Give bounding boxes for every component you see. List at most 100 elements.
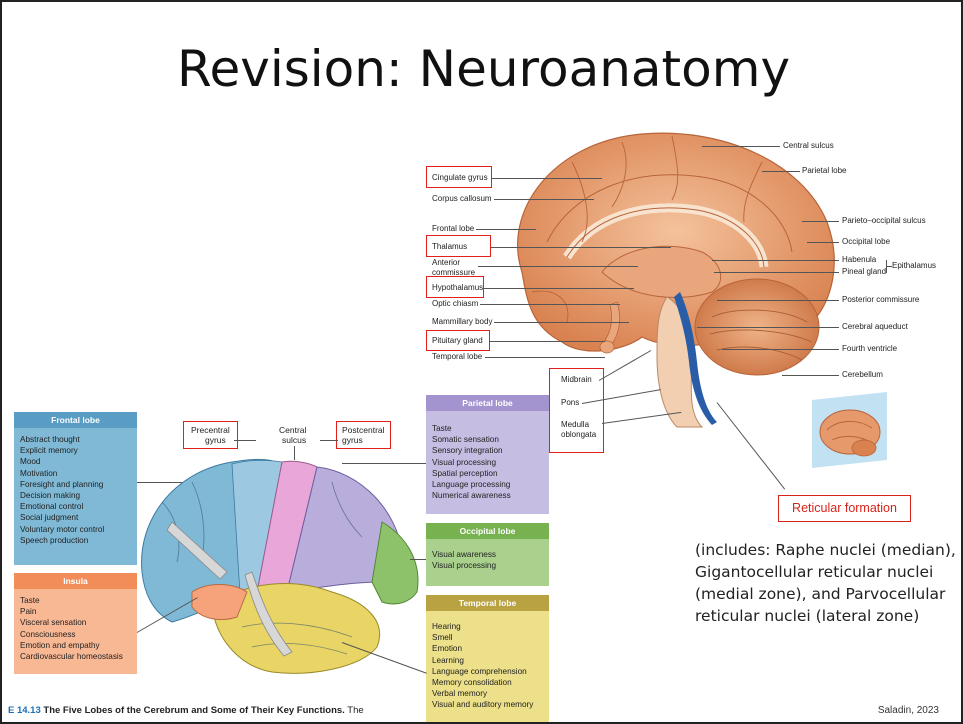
reticular-note: (includes: Raphe nuclei (median), Gigant…	[695, 541, 956, 625]
insula-item: Visceral sensation	[20, 618, 87, 628]
frontal-item: Emotional control	[20, 502, 84, 512]
label-central: Central	[279, 425, 307, 435]
label-frontal-lobe-sag: Frontal lobe	[432, 224, 475, 233]
label-pons: Pons	[561, 398, 580, 407]
label-cerebral-aqueduct: Cerebral aqueduct	[842, 322, 908, 331]
temporal-item: Verbal memory	[432, 689, 488, 699]
panel-parietal-list: Taste Somatic sensation Sensory integrat…	[426, 411, 549, 501]
frontal-item: Mood	[20, 457, 41, 467]
label-cerebellum-sag: Cerebellum	[842, 370, 883, 379]
caption-bold: The Five Lobes of the Cerebrum and Some …	[43, 705, 345, 716]
leader-cingulate	[492, 178, 602, 179]
highlight-precentral-gyrus	[183, 421, 238, 449]
slide-title: Revision: Neuroanatomy	[176, 40, 791, 98]
temporal-item: Memory consolidation	[432, 678, 512, 688]
orientation-brain-icon	[812, 392, 887, 468]
frontal-item: Speech production	[20, 535, 89, 545]
panel-insula: Insula Taste Pain Visceral sensation Con…	[14, 573, 137, 674]
label-medulla: Medulla	[561, 420, 590, 429]
label-precentral: Precentral	[191, 425, 230, 435]
label-cingulate-gyrus: Cingulate gyrus	[432, 173, 488, 182]
figure-caption: E 14.13 The Five Lobes of the Cerebrum a…	[8, 705, 364, 716]
panel-insula-title: Insula	[14, 573, 137, 589]
label-thalamus: Thalamus	[432, 242, 468, 251]
label-temporal-lobe-sag: Temporal lobe	[432, 352, 483, 361]
leader-postcentral	[320, 440, 338, 441]
caption-fig-number: E 14.13	[8, 705, 41, 716]
highlight-cingulate-gyrus	[426, 166, 492, 188]
label-parietal-lobe-sag: Parietal lobe	[802, 166, 847, 175]
leader-occipital-lobe-sag	[807, 242, 839, 243]
leader-frontal	[476, 229, 536, 230]
panel-temporal-list: Hearing Smell Emotion Learning Language …	[426, 611, 549, 711]
leader-corpus	[494, 199, 594, 200]
leader-precentral	[234, 440, 256, 441]
leader-parieto-occipital	[802, 221, 839, 222]
insula-item: Cardiovascular homeostasis	[20, 652, 123, 662]
label-pineal-gland: Pineal gland	[842, 267, 887, 276]
caption-rest: The	[344, 705, 364, 716]
leader-habenula	[712, 260, 839, 261]
parietal-item: Spatial perception	[432, 468, 498, 478]
temporal-item: Hearing	[432, 622, 461, 631]
temporal-item: Smell	[432, 633, 453, 643]
temporal-item: Language comprehension	[432, 666, 527, 676]
label-hypothalamus: Hypothalamus	[432, 283, 484, 292]
panel-insula-list: Taste Pain Visceral sensation Consciousn…	[14, 589, 137, 662]
leader-occipital-panel	[410, 559, 426, 560]
highlight-pituitary-gland	[426, 330, 490, 351]
leader-pituitary	[490, 341, 605, 342]
label-oblongata: oblongata	[561, 430, 597, 439]
parietal-item: Somatic sensation	[432, 435, 499, 445]
temporal-item: Learning	[432, 655, 464, 665]
parietal-item: Sensory integration	[432, 446, 503, 456]
panel-frontal-title: Frontal lobe	[14, 412, 137, 428]
label-precentral-gyrus: gyrus	[205, 435, 226, 445]
parietal-item: Language processing	[432, 480, 511, 490]
frontal-item: Foresight and planning	[20, 479, 104, 489]
panel-occipital-list: Visual awareness Visual processing	[426, 539, 549, 571]
highlight-thalamus	[426, 235, 491, 257]
leader-parietal-panel	[342, 463, 426, 464]
label-posterior-commissure: Posterior commissure	[842, 295, 920, 304]
leader-central-down	[294, 446, 295, 460]
highlight-brainstem	[549, 368, 604, 453]
panel-temporal-title: Temporal lobe	[426, 595, 549, 611]
label-mammillary-body: Mammillary body	[432, 317, 493, 326]
parietal-item: Numerical awareness	[432, 491, 511, 501]
frontal-item: Social judgment	[20, 513, 79, 523]
leader-optic	[480, 304, 620, 305]
occipital-item: Visual processing	[432, 561, 497, 571]
insula-item: Pain	[20, 607, 37, 617]
insula-item: Consciousness	[20, 629, 76, 639]
leader-hypothalamus	[484, 288, 634, 289]
leader-temporal	[485, 357, 605, 358]
panel-occipital-title: Occipital lobe	[426, 523, 549, 539]
leader-parietal-lobe-sag	[762, 171, 800, 172]
frontal-item: Decision making	[20, 491, 81, 501]
label-postcentral-gyrus: gyrus	[342, 435, 363, 445]
panel-temporal-lobe: Temporal lobe Hearing Smell Emotion Lear…	[426, 595, 549, 722]
panel-frontal-lobe: Frontal lobe Abstract thought Explicit m…	[14, 412, 137, 565]
leader-pineal	[714, 272, 839, 273]
leader-cerebellum	[782, 375, 839, 376]
leader-mammillary	[494, 322, 629, 323]
image-credit: Saladin, 2023	[877, 705, 939, 716]
label-fourth-ventricle: Fourth ventricle	[842, 344, 898, 353]
leader-cerebral-aqueduct	[697, 327, 839, 328]
frontal-item: Explicit memory	[20, 446, 78, 456]
frontal-item: Abstract thought	[20, 435, 80, 444]
temporal-item: Emotion	[432, 644, 463, 654]
label-parieto-occipital-sulcus: Parieto–occipital sulcus	[842, 216, 926, 225]
label-corpus-callosum: Corpus callosum	[432, 194, 492, 203]
label-occipital-lobe-sag: Occipital lobe	[842, 237, 891, 246]
leader-epithalamus	[886, 266, 892, 267]
reticular-formation-box: Reticular formation	[778, 495, 911, 522]
label-anterior: Anterior	[432, 258, 461, 267]
panel-frontal-list: Abstract thought Explicit memory Mood Mo…	[14, 428, 137, 546]
label-midbrain: Midbrain	[561, 375, 592, 384]
label-optic-chiasm: Optic chiasm	[432, 299, 479, 308]
temporal-item: Visual and auditory memory	[432, 700, 534, 710]
label-central-sulcus-sag: Central sulcus	[783, 141, 834, 150]
